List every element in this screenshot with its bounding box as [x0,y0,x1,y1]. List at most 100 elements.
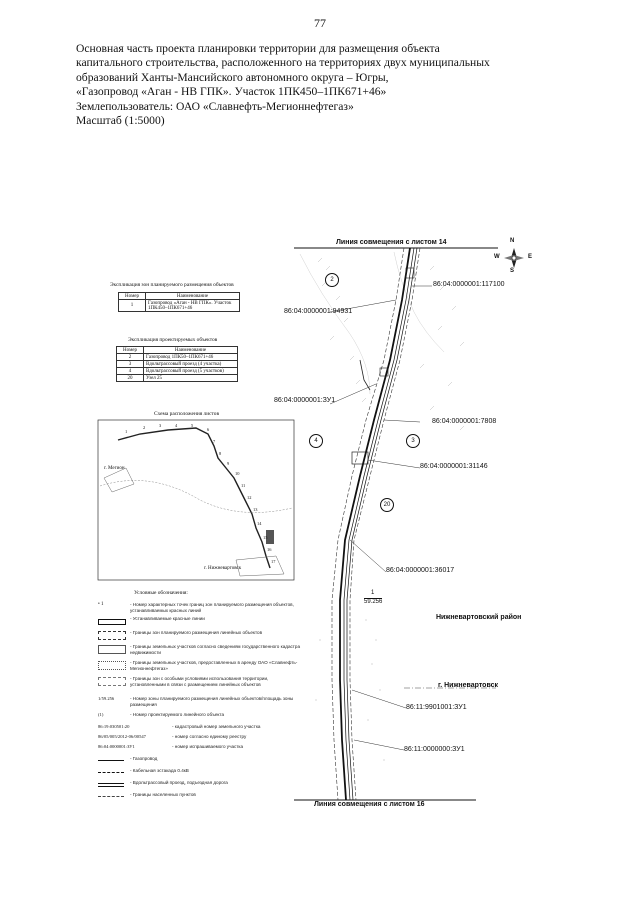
objects-table: Номер Наименование 2 Газопровод 1ПК50–1П… [116,346,238,382]
leader-lines [329,285,432,751]
parcel-label: 86:04:0000001:7808 [432,418,497,425]
legend-symbol: 86/05/005/2012-06/00547 [98,734,146,739]
inset-sheet-label: 13 [253,507,258,512]
legend-symbol: 86:19:030501:20 [98,724,130,729]
legend-text: - Кабельная эстакада 0.4кВ [130,768,189,773]
access-road-edge [343,247,415,801]
zone-boundary-east [349,247,421,801]
legend-text: - Границы земельных участков, предоставл… [130,660,298,671]
header-line: «Газопровод «Аган - НВ ГПК». Участок 1ПК… [76,85,387,99]
object-marker: 2 [325,273,339,287]
legend-text: - кадастровый номер земельного участка [172,724,261,729]
inset-sheet-label: 5 [191,423,194,428]
inset-sheet-label: 2 [143,425,146,430]
parcel-label: 86:04:0000001:31146 [420,463,488,470]
inset-sheet-label: 7 [213,439,216,444]
legend-symbol [98,660,126,670]
compass-e: E [528,254,533,260]
legend-text: - номер согласно единому реестру [172,734,247,739]
legend-symbol: (1) [98,712,104,717]
legend-symbol [98,616,126,626]
legend-symbol [98,630,126,640]
terrain-stipple [315,619,385,761]
zone-fraction-line [364,598,382,599]
inset-sheet-label: 8 [219,451,222,456]
legend-symbol: • 1 [98,602,104,607]
legend-text: - Номер проектируемого линейного объекта [130,712,225,717]
table-cell: Узел 25 [143,374,238,382]
inset-city-label: г. Нижневартовск [204,566,242,571]
page-number: 77 [314,16,326,30]
zones-table-caption: Экспликация зон планируемого размещения … [110,282,234,288]
header-line: Землепользователь: ОАО «Славнефть-Мегион… [76,99,354,113]
parcel-label: 86:04:0000001:117100 [433,281,505,288]
header-line: Масштаб (1:5000) [76,114,165,128]
inset-sheet-label: 12 [247,495,252,500]
object-marker: 4 [309,434,323,448]
gas-pipeline [339,247,411,801]
zone-area: 59.256 [364,599,383,605]
legend-title: Условные обозначения: [134,590,188,596]
inset-sheet-label: 14 [257,521,262,526]
parcel-label: 86:11:9901001:ЗУ1 [406,704,467,711]
top-match-line-label: Линия совмещения с листом 14 [336,239,447,246]
legend-text: - Границы населенных пунктов [130,792,196,797]
parcel-label: 86:04:0000001:ЗУ1 [274,397,336,404]
zone-number: 1 [371,590,375,596]
legend-symbol [98,756,126,766]
bottom-match-line-label: Линия совмещения с листом 16 [314,801,425,808]
document-header: Основная часть проекта планировки террит… [76,42,576,128]
inset-sheet-label: 6 [207,427,210,432]
inset-sheet-label: 11 [241,483,246,488]
compass-n: N [510,238,515,244]
legend-text: - Границы зон планируемого размещения ли… [130,630,263,635]
inset-sheet-label: 4 [175,423,178,428]
header-line: Основная часть проекта планировки террит… [76,42,440,55]
parcel-label: 86:11:0000000:ЗУ1 [404,746,465,753]
compass-rose-icon [504,248,524,268]
table-cell: Газопровод «Аган - НВ ГПК». Участок 1ПК4… [145,299,240,312]
legend-symbol: 86:04:0000001:ЗУ1 [98,744,135,749]
inset-title: Схема расположения листов [154,411,220,417]
parcel-label: 86:04:0000001:36017 [386,567,455,574]
facility-marker [379,367,389,377]
legend-text: - Газопровод [130,756,158,761]
compass-w: W [494,254,500,260]
node-25 [351,451,369,465]
object-marker: 3 [406,434,420,448]
objects-table-caption: Экспликация проектируемых объектов [128,337,218,343]
legend-symbol [98,792,126,802]
city-label: г. Нижневартовск [438,682,498,689]
legend-symbol [98,780,126,790]
zone-boundary-west [331,247,405,801]
inset-sheet-label: 17 [271,559,276,564]
legend-text: - Вдольтрассовый проезд, подъездная доро… [130,780,228,785]
parcel-label: 86:04:0000001:94931 [284,308,353,315]
inset-sheet-label: 16 [267,547,272,552]
header-line: капитального строительства, расположенно… [76,56,490,70]
access-road-edge [346,247,418,801]
inset-sheet-label: 15 [263,535,268,540]
terrain-hatching [299,251,465,431]
legend-text: - Номер характерных точек границ зон пла… [130,602,294,613]
legend-symbol [98,768,126,778]
inset-city-label: г. Мегион [104,466,125,471]
table-row: 20 Узел 25 [116,374,238,382]
legend-text: - Границы земельных участков согласно св… [130,644,301,655]
district-label: Нижневартовский район [436,614,522,621]
inset-sheet-label: 3 [159,423,162,428]
legend-symbol: 1/59.256 [98,696,115,701]
compass-s: S [510,268,515,274]
legend-symbol [98,644,126,654]
legend-text: - Границы зон с особыми условиями исполь… [130,676,269,687]
legend-text: - номер испрашиваемого участка [172,744,244,749]
inset-sheet-label: 10 [235,471,240,476]
legend-text: - Номер зоны планируемого размещения лин… [130,696,294,707]
zones-table: Номер Наименование 1 Газопровод «Аган - … [118,292,240,312]
side-road [359,359,371,391]
inset-sheet-label: 9 [227,461,230,466]
table-row: 1 Газопровод «Аган - НВ ГПК». Участок 1П… [118,299,240,312]
legend-symbol [98,676,126,686]
object-marker: 20 [380,498,394,512]
